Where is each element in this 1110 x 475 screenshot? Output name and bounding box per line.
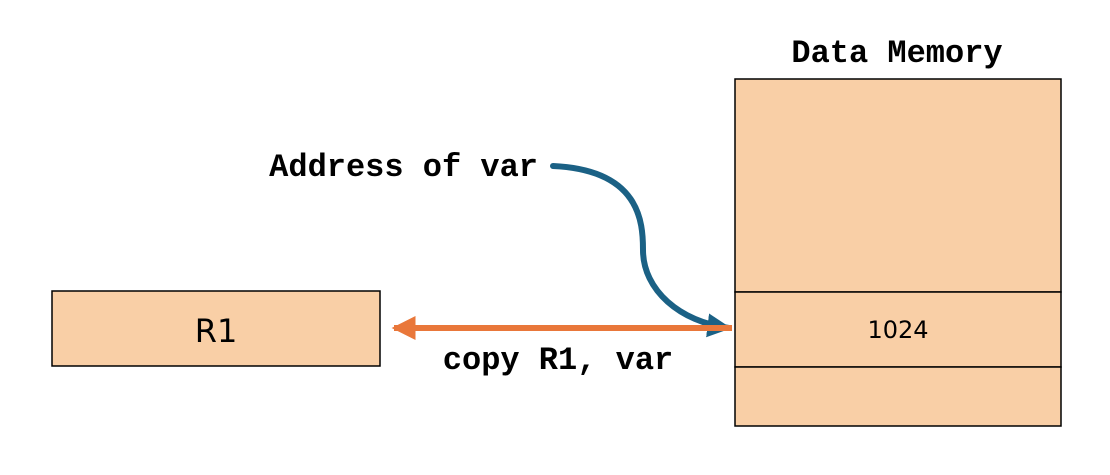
register-r1: R1 bbox=[51, 290, 381, 367]
data-memory-title: Data Memory bbox=[791, 35, 1002, 72]
register-box bbox=[51, 290, 381, 367]
address-label: Address of var bbox=[269, 149, 538, 186]
memory-value: 1024 bbox=[867, 316, 928, 344]
data-memory-block: 1024 bbox=[734, 78, 1062, 427]
register-label: R1 bbox=[195, 312, 238, 350]
memory-cell-var bbox=[734, 291, 1062, 368]
address-arrow bbox=[550, 163, 732, 338]
memory-cell-upper bbox=[734, 78, 1062, 293]
memory-cell-lower bbox=[734, 366, 1062, 427]
instruction-label: copy R1, var bbox=[443, 342, 673, 379]
